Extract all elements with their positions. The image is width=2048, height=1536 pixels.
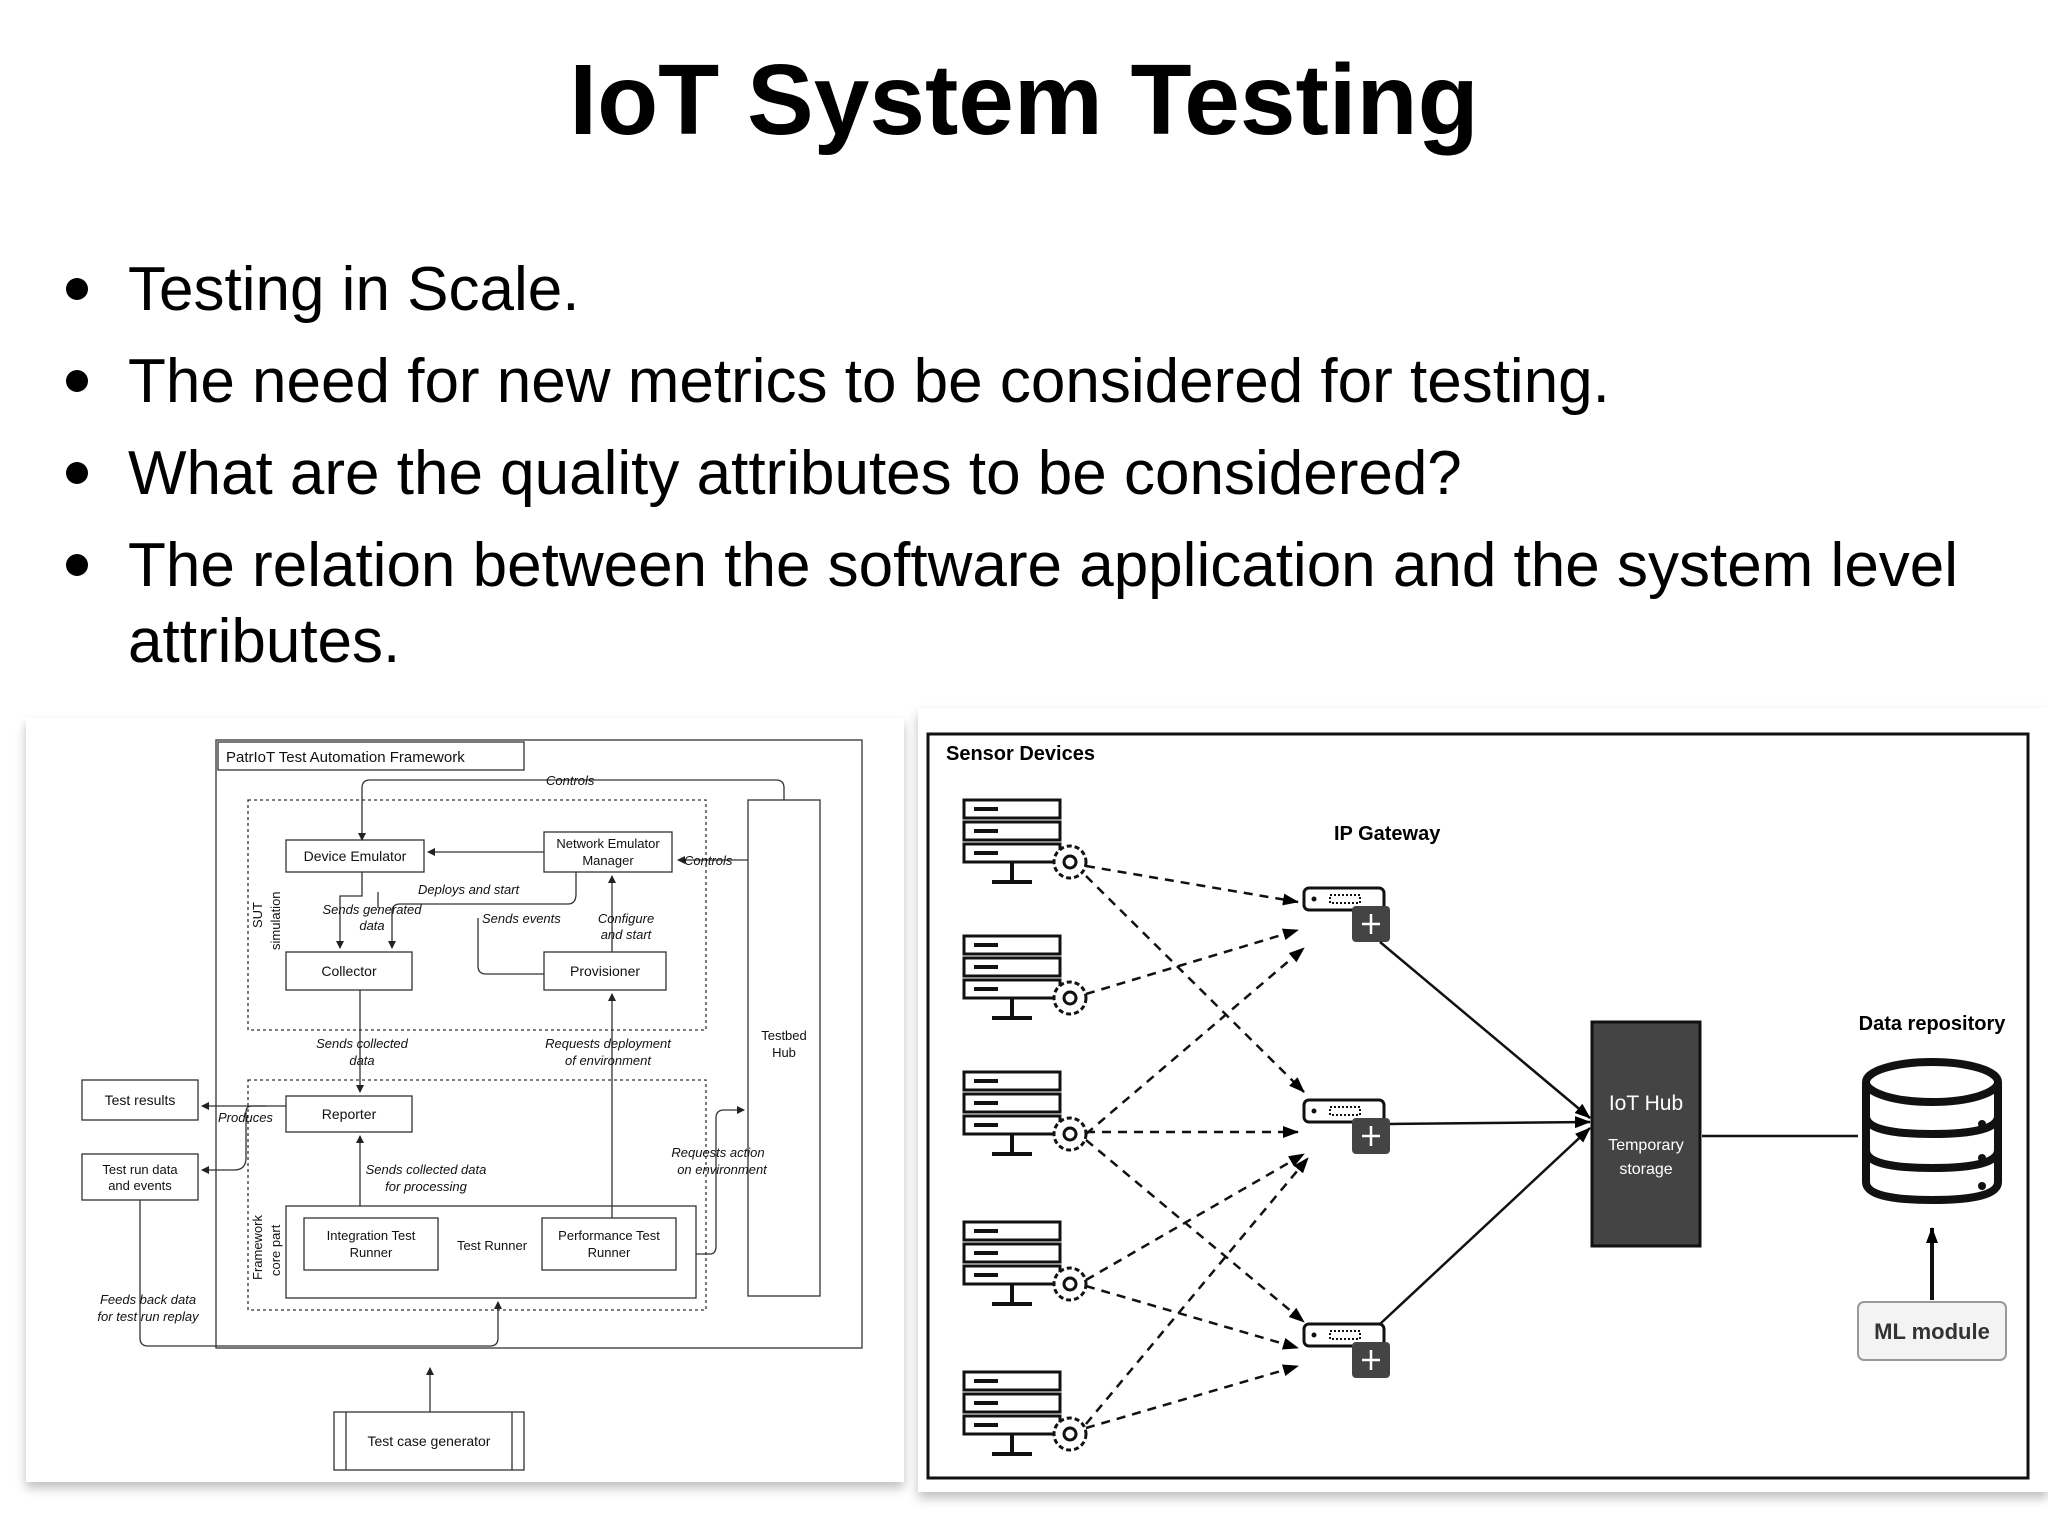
sends-processing-label-1: Sends collected data bbox=[366, 1162, 487, 1177]
provisioner-box bbox=[543, 951, 667, 991]
sends-events-label: Sends events bbox=[482, 911, 561, 926]
requests-action-label-1: Requests action bbox=[671, 1145, 764, 1160]
bullet-item: Testing in Scale. bbox=[58, 252, 2018, 328]
bullet-text: Testing in Scale. bbox=[128, 255, 580, 324]
sensor-device-server-icon bbox=[962, 1070, 1088, 1156]
sends-processing-label-2: for processing bbox=[385, 1179, 467, 1194]
bullet-item: What are the quality attributes to be co… bbox=[58, 436, 2018, 512]
integration-runner-label-2: Runner bbox=[350, 1245, 393, 1260]
framework-boundary bbox=[215, 739, 863, 1349]
requests-deployment-label-2: of environment bbox=[565, 1053, 652, 1068]
deploys-label: Deploys and start bbox=[418, 882, 521, 897]
sensor-devices-label: Sensor Devices bbox=[946, 743, 1095, 765]
sut-label-2: simulation bbox=[268, 891, 283, 950]
sut-label-1: SUT bbox=[250, 902, 265, 928]
testbed-hub-label-1: Testbed bbox=[761, 1028, 807, 1043]
performance-runner-label-2: Runner bbox=[588, 1245, 631, 1260]
configure-label-2: and start bbox=[601, 927, 653, 942]
framework-core-label-2: core part bbox=[268, 1224, 283, 1276]
framework-diagram-svg: PatrIoT Test Automation Framework Contro… bbox=[81, 739, 863, 1471]
device-emulator-label: Device Emulator bbox=[304, 848, 407, 864]
bullet-item: The relation between the software applic… bbox=[58, 528, 2018, 680]
sensor-device-server-icon bbox=[962, 1370, 1088, 1456]
feeds-back-label-1: Feeds back data bbox=[100, 1292, 196, 1307]
test-results-label: Test results bbox=[105, 1092, 176, 1108]
database-icon bbox=[1862, 1058, 2002, 1205]
ip-gateway-router-icon bbox=[1302, 886, 1392, 944]
test-run-data-label-1: Test run data bbox=[102, 1162, 178, 1177]
test-case-generator-label: Test case generator bbox=[368, 1433, 491, 1449]
ip-gateway-router-icon bbox=[1302, 1322, 1392, 1380]
requests-deployment-label-1: Requests deployment bbox=[545, 1036, 672, 1051]
collector-box bbox=[285, 951, 413, 991]
framework-core-label-1: Framework bbox=[250, 1214, 265, 1280]
sends-generated-label-1: Sends generated bbox=[322, 902, 422, 917]
ip-gateway-router-icon bbox=[1302, 1098, 1392, 1156]
iot-architecture-svg: Sensor Devices IP Gateway Data repositor… bbox=[926, 732, 2030, 1480]
network-emulator-label-1: Network Emulator bbox=[556, 836, 660, 851]
bullet-dot bbox=[66, 462, 88, 484]
test-results-box bbox=[81, 1079, 199, 1121]
sends-generated-label-2: data bbox=[359, 918, 384, 933]
bullet-text: What are the quality attributes to be co… bbox=[128, 439, 1462, 508]
configure-label-1: Configure bbox=[598, 911, 654, 926]
device-emulator-box bbox=[285, 839, 425, 873]
bullet-list: Testing in Scale. The need for new metri… bbox=[58, 252, 2018, 696]
testbed-hub-label-2: Hub bbox=[772, 1045, 796, 1060]
performance-runner-box bbox=[541, 1217, 677, 1271]
sensor-system-boundary bbox=[926, 732, 2030, 1480]
network-emulator-label-2: Manager bbox=[582, 853, 634, 868]
framework-title-box bbox=[217, 741, 525, 771]
sensor-device-server-icon bbox=[962, 1220, 1088, 1306]
patriot-framework-diagram: PatrIoT Test Automation Framework Contro… bbox=[26, 718, 904, 1482]
ml-module-box bbox=[1857, 1301, 2007, 1361]
provisioner-label: Provisioner bbox=[570, 963, 640, 979]
collector-label: Collector bbox=[321, 963, 377, 979]
iot-hub-label: IoT Hub bbox=[1609, 1092, 1683, 1115]
reporter-label: Reporter bbox=[322, 1106, 377, 1122]
integration-runner-box bbox=[303, 1217, 439, 1271]
sends-collected-label-2: data bbox=[349, 1053, 374, 1068]
test-runner-box bbox=[285, 1205, 697, 1299]
reporter-box bbox=[285, 1095, 413, 1133]
produces-label: Produces bbox=[218, 1110, 273, 1125]
sends-collected-label-1: Sends collected bbox=[316, 1036, 409, 1051]
data-repository-label: Data repository bbox=[1859, 1013, 2007, 1035]
bullet-dot bbox=[66, 554, 88, 576]
feeds-back-label-2: for test run replay bbox=[97, 1309, 200, 1324]
temporary-storage-label-1: Temporary bbox=[1608, 1137, 1684, 1154]
iot-architecture-diagram: Sensor Devices IP Gateway Data repositor… bbox=[918, 708, 2048, 1492]
test-runner-label: Test Runner bbox=[457, 1238, 528, 1253]
iot-hub-box bbox=[1590, 1020, 1702, 1248]
bullet-text: The need for new metrics to be considere… bbox=[128, 347, 1610, 416]
sut-simulation-region bbox=[247, 799, 707, 1031]
bullet-item: The need for new metrics to be considere… bbox=[58, 344, 2018, 420]
temporary-storage-label-2: storage bbox=[1619, 1161, 1672, 1178]
test-run-data-box bbox=[81, 1153, 199, 1201]
controls-top-label: Controls bbox=[546, 773, 595, 788]
slide-title: IoT System Testing bbox=[569, 44, 1479, 156]
framework-core-region bbox=[247, 1079, 707, 1311]
integration-runner-label-1: Integration Test bbox=[327, 1228, 416, 1243]
bullet-text: The relation between the software applic… bbox=[128, 531, 1959, 676]
framework-title: PatrIoT Test Automation Framework bbox=[226, 749, 465, 766]
test-case-generator-box bbox=[333, 1411, 525, 1471]
test-run-data-label-2: and events bbox=[108, 1178, 172, 1193]
ml-module-label: ML module bbox=[1874, 1319, 1990, 1344]
requests-action-label-2: on environment bbox=[677, 1162, 768, 1177]
sensor-device-server-icon bbox=[962, 798, 1088, 884]
sensor-device-server-icon bbox=[962, 934, 1088, 1020]
ip-gateway-label: IP Gateway bbox=[1334, 823, 1441, 845]
controls-right-label: Controls bbox=[684, 853, 733, 868]
performance-runner-label-1: Performance Test bbox=[558, 1228, 660, 1243]
bullet-dot bbox=[66, 278, 88, 300]
bullet-dot bbox=[66, 370, 88, 392]
